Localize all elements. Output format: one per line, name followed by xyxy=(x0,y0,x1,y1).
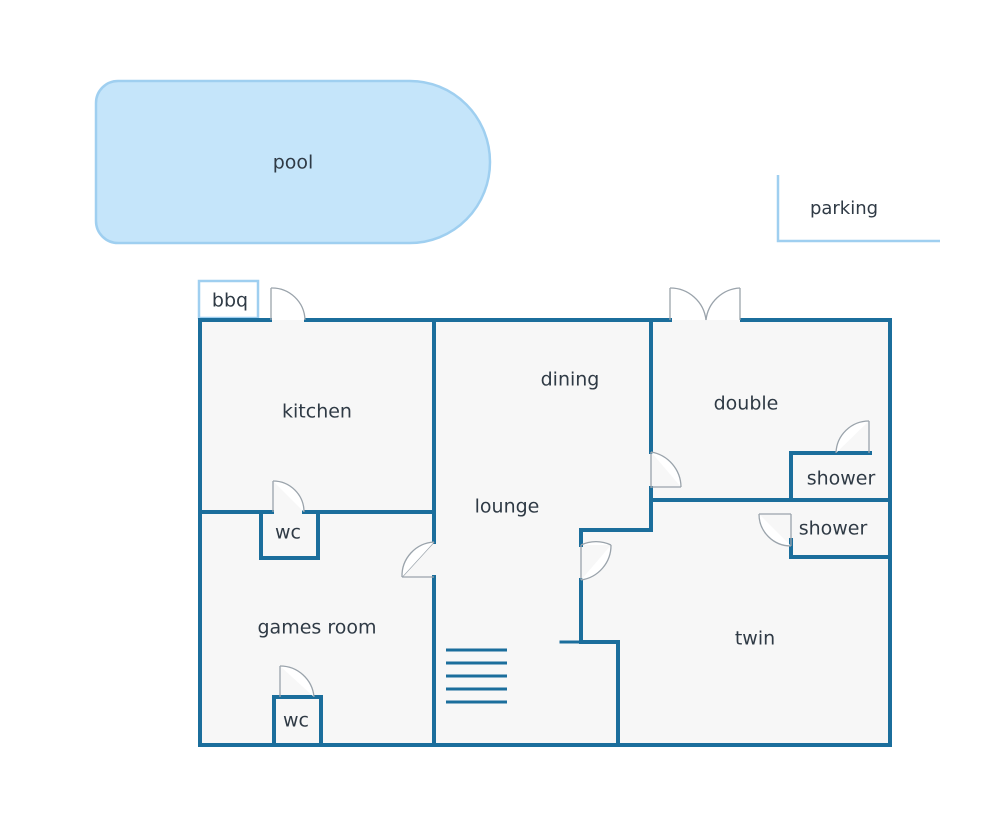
wc-upper-label: wc xyxy=(275,522,301,544)
twin-label: twin xyxy=(735,628,775,650)
door-double-outside-left xyxy=(669,287,707,321)
wall-wc-lower xyxy=(272,695,323,747)
shower-upper-label: shower xyxy=(807,468,876,490)
door-shower-upper xyxy=(835,420,870,454)
wall-shower-upper xyxy=(789,451,872,502)
wc-lower-label: wc xyxy=(283,710,309,732)
wall-wc-upper xyxy=(259,510,320,560)
door-games-lounge xyxy=(401,541,435,578)
door-hall-twin xyxy=(580,541,612,581)
shower-lower-label: shower xyxy=(799,518,868,540)
games-room-label: games room xyxy=(258,617,377,639)
door-wc-lower xyxy=(279,665,315,698)
stairs xyxy=(446,648,507,704)
outer-wall-top-right xyxy=(198,318,892,747)
double-label: double xyxy=(714,393,779,415)
pool-shape xyxy=(94,79,492,245)
lounge-label: lounge xyxy=(475,496,540,518)
door-shower-lower xyxy=(758,513,792,547)
door-dining-double xyxy=(650,451,682,488)
door-kitchen-outside xyxy=(270,287,306,321)
house-floor xyxy=(200,320,890,745)
door-wc-upper xyxy=(272,480,305,513)
wall-dining-twin xyxy=(579,486,653,547)
kitchen-label: kitchen xyxy=(282,401,352,423)
door-double-outside-right xyxy=(705,287,741,321)
parking-outline xyxy=(776,175,940,243)
bbq-label: bbq xyxy=(212,290,248,312)
dining-label: dining xyxy=(541,369,600,391)
parking-label: parking xyxy=(810,198,878,219)
pool-label: pool xyxy=(273,152,314,174)
bbq-box xyxy=(197,279,260,320)
